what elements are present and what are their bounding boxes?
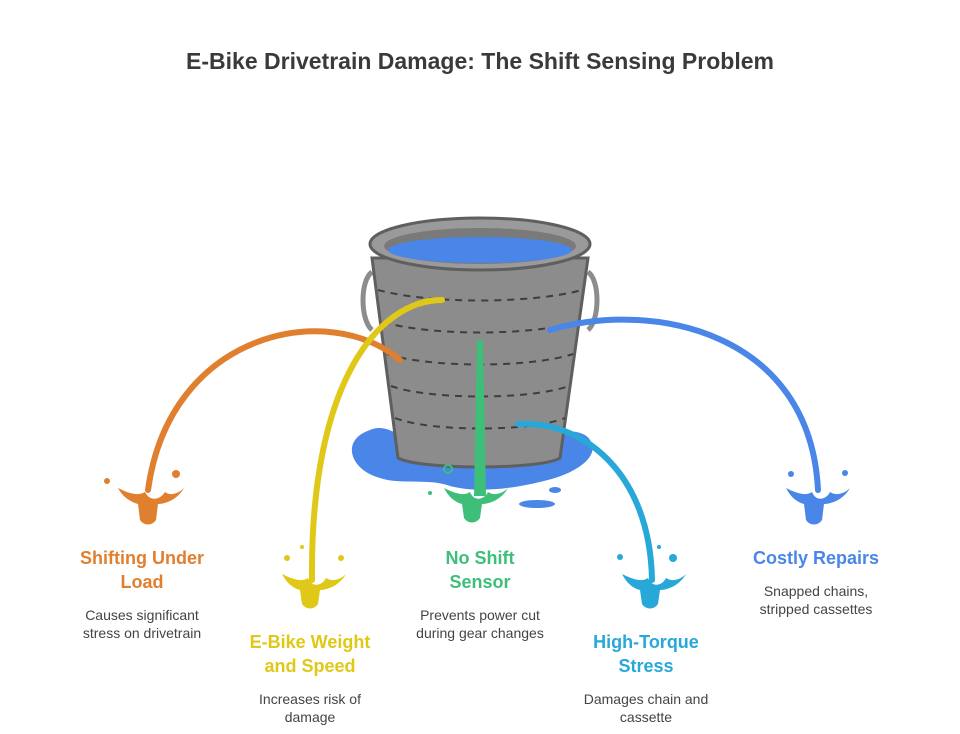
bucket-handle — [360, 269, 374, 332]
desc-high-torque-stress: Damages chain and cassette — [583, 691, 709, 725]
stream-no-shift-sensor — [474, 340, 486, 496]
desc-ebike-weight-and-speed: Increases risk of damage — [259, 691, 361, 725]
splash-ebike-weight — [282, 574, 346, 609]
desc-no-shift-sensor: Prevents power cut during gear changes — [416, 607, 544, 641]
label-shifting-under-load: Shifting Under Load — [80, 548, 204, 592]
desc-costly-repairs: Snapped chains, stripped cassettes — [759, 583, 873, 617]
splash-costly-repairs — [786, 488, 850, 525]
bucket-handle — [586, 269, 600, 332]
diagram-title: E-Bike Drivetrain Damage: The Shift Sens… — [186, 48, 774, 74]
stream-costly-repairs — [547, 316, 821, 493]
label-costly-repairs: Costly Repairs — [752, 548, 880, 568]
stream-ebike-weight — [308, 297, 445, 583]
label-ebike-weight-and-speed: E-Bike Weight and Speed — [249, 632, 371, 676]
splash-shifting-under-load — [118, 488, 184, 525]
splash-no-shift-sensor — [444, 488, 508, 523]
label-no-shift-sensor: No Shift Sensor — [445, 548, 515, 592]
splash-high-torque — [622, 574, 686, 609]
water-drop — [519, 500, 555, 508]
water-drop — [549, 487, 561, 493]
label-high-torque-stress: High-Torque Stress — [593, 632, 699, 676]
bucket-water — [388, 237, 572, 263]
desc-shifting-under-load: Causes significant stress on drivetrain — [82, 607, 202, 641]
stream-high-torque — [515, 420, 655, 583]
